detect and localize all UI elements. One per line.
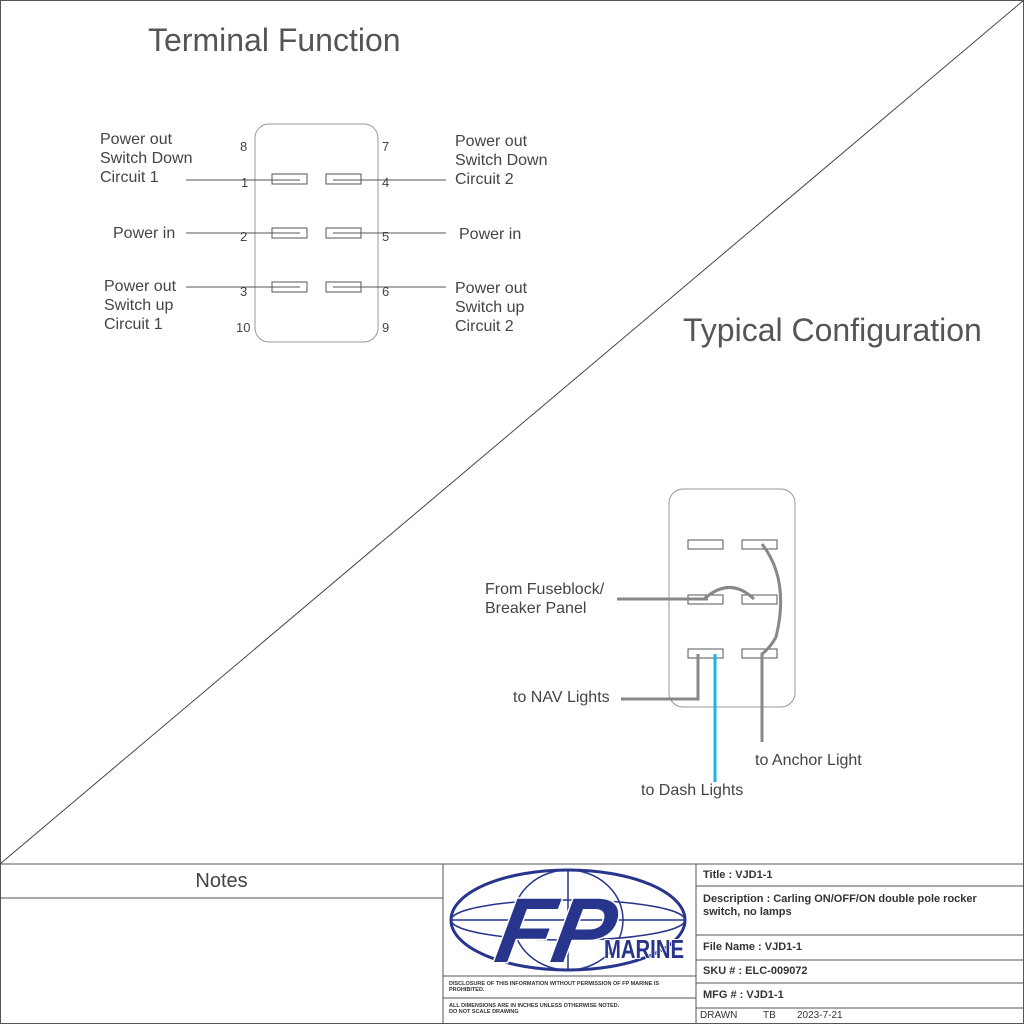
- label-left-mid: Power in: [113, 225, 176, 242]
- svg-text:FP: FP: [489, 879, 625, 982]
- dimensions-note: ALL DIMENSIONS ARE IN INCHES UNLESS OTHE…: [449, 1003, 620, 1015]
- label-dash-lights: to Dash Lights: [641, 782, 744, 799]
- label-anchor-light: to Anchor Light: [755, 752, 862, 769]
- pin-number: 5: [382, 229, 390, 244]
- pin-number: 3: [240, 284, 248, 299]
- description-field: Description : Carling ON/OFF/ON double p…: [703, 893, 977, 918]
- pin-number: 6: [382, 284, 390, 299]
- pin-number: 10: [236, 320, 251, 335]
- notes-title: Notes: [195, 870, 248, 892]
- label-right-mid: Power in: [459, 226, 522, 243]
- drawn-label: DRAWN: [700, 1010, 738, 1021]
- pin-number: 4: [382, 175, 390, 190]
- label-right-bottom: Power out Switch up Circuit 2: [455, 280, 528, 335]
- label-fuseblock: From Fuseblock/ Breaker Panel: [485, 581, 605, 617]
- label-nav-lights: to NAV Lights: [513, 689, 610, 706]
- typical-configuration-heading: Typical Configuration: [683, 312, 982, 348]
- label-left-bottom: Power out Switch up Circuit 1: [104, 278, 177, 333]
- terminal-leader-lines: [186, 179, 446, 288]
- pin-number: 1: [241, 175, 249, 190]
- pin-number: 8: [240, 139, 248, 154]
- file-name-field: File Name : VJD1-1: [703, 941, 803, 953]
- config-wires: [617, 543, 783, 782]
- diagonal-divider: [0, 0, 1024, 865]
- label-right-top: Power out Switch Down Circuit 2: [455, 133, 548, 188]
- pin-number: 2: [240, 229, 248, 244]
- title-field: Title : VJD1-1: [703, 869, 773, 881]
- pin-number: 7: [382, 139, 390, 154]
- drawn-by: TB: [763, 1010, 776, 1021]
- terminal-function-heading: Terminal Function: [148, 22, 401, 58]
- disclosure-text: DISCLOSURE OF THIS INFORMATION WITHOUT P…: [449, 981, 660, 993]
- mfg-field: MFG # : VJD1-1: [703, 989, 784, 1001]
- svg-text:MARINE: MARINE: [604, 934, 684, 964]
- fp-marine-logo: FP MARINE: [449, 868, 687, 983]
- title-block-frame: [0, 863, 1024, 1024]
- drawn-date: 2023-7-21: [797, 1010, 843, 1021]
- pin-number: 9: [382, 320, 390, 335]
- sku-field: SKU # : ELC-009072: [703, 965, 808, 977]
- label-left-top: Power out Switch Down Circuit 1: [100, 131, 193, 186]
